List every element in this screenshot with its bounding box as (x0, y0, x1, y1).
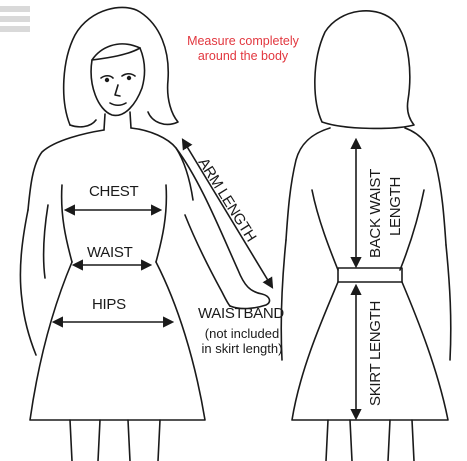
back-waist-label: BACK WAIST (367, 169, 384, 258)
chest-label: CHEST (89, 183, 138, 200)
waist-label: WAIST (87, 244, 132, 261)
waistband-note: (not included in skirt length) (187, 326, 297, 356)
back-waist-label-2: LENGTH (387, 177, 404, 236)
waistband-note-line1: (not included (187, 326, 297, 341)
back-waistband (338, 268, 402, 282)
back-hair (315, 11, 414, 129)
front-hair (64, 7, 178, 125)
measure-note-line1: Measure completely (183, 34, 303, 49)
back-torso (286, 128, 330, 240)
measure-note: Measure completely around the body (183, 34, 303, 64)
waistband-label: WAISTBAND (198, 305, 284, 322)
skirt-length-label: SKIRT LENGTH (367, 301, 384, 406)
front-left-arm (20, 210, 36, 355)
measure-note-line2: around the body (183, 49, 303, 64)
waistband-note-line2: in skirt length) (187, 341, 297, 356)
front-skirt (30, 262, 205, 420)
hips-label: HIPS (92, 296, 126, 313)
